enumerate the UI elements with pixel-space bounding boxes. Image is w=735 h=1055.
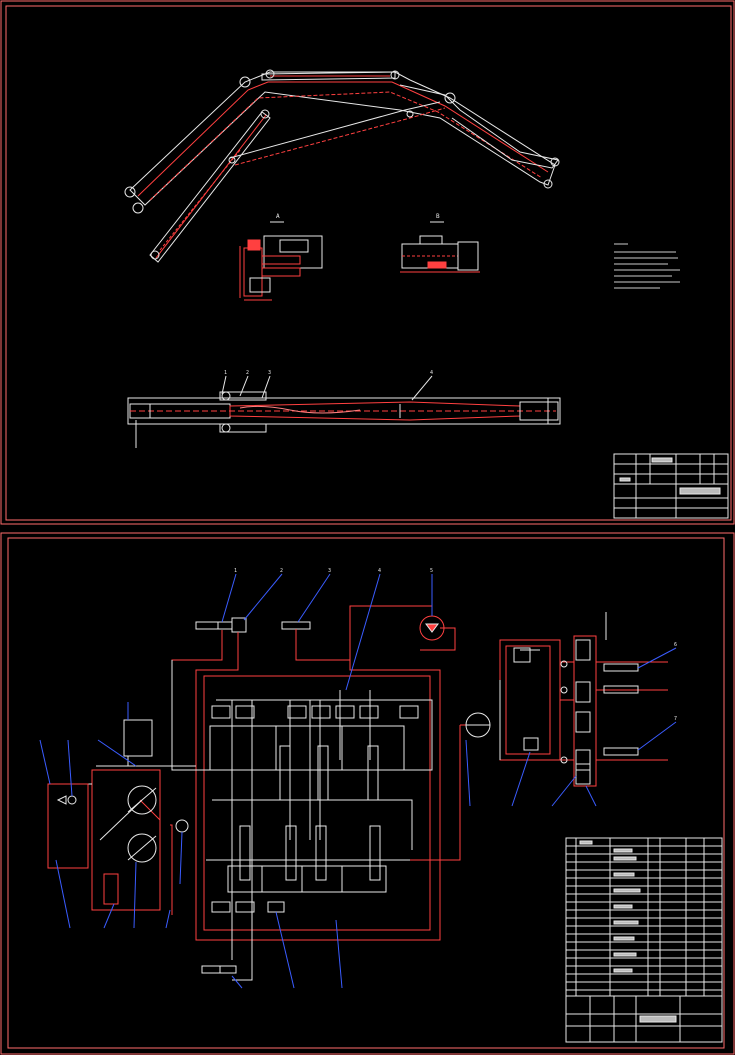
parts-list-table (565, 837, 723, 1043)
boom-callout-3: 3 (268, 370, 271, 376)
schematic-callouts: 1 2 3 4 5 6 7 (234, 568, 677, 722)
section-b-label: B (436, 213, 440, 220)
sheet-2-hydraulic-schematic: 1 2 3 4 5 6 7 (0, 532, 735, 1055)
cylinder-callouts: 1 2 3 4 (224, 370, 433, 376)
directional-valves (211, 745, 387, 913)
boom-callout-1: 1 (224, 370, 227, 376)
boom-callout-2: 2 (246, 370, 249, 376)
section-a-label: A (276, 213, 280, 220)
section-detail-b: B (400, 213, 480, 273)
callout-top-3: 3 (328, 568, 331, 574)
sheet-2-inner-frame (7, 537, 725, 1049)
hydraulic-lines-white (48, 612, 607, 981)
callout-right-6: 6 (674, 642, 677, 648)
pump-group (47, 647, 539, 869)
right-actuators (560, 639, 639, 785)
callout-top-5: 5 (430, 568, 433, 574)
sheet-1-title-block (613, 453, 729, 519)
sheet-1-outer-frame (0, 0, 735, 525)
sheet-2-outer-frame (0, 532, 735, 1055)
leader-lines (39, 573, 677, 989)
callout-top-2: 2 (280, 568, 283, 574)
boom-callout-4: 4 (430, 370, 433, 376)
sheet-1-inner-frame (5, 5, 732, 521)
bottom-actuator (201, 965, 237, 974)
callout-top-4: 4 (378, 568, 381, 574)
technical-notes-block (614, 243, 680, 289)
section-detail-a: A (239, 213, 323, 301)
boom-arm-drawing (124, 69, 560, 263)
callout-top-1: 1 (234, 568, 237, 574)
hydraulic-cylinder-side-view (127, 375, 561, 448)
hydraulic-lines-red (91, 605, 668, 941)
top-actuators (195, 615, 445, 641)
sheet-1-boom-assembly: A B (0, 0, 735, 525)
callout-right-7: 7 (674, 716, 677, 722)
valve-bank-upper (209, 705, 419, 771)
